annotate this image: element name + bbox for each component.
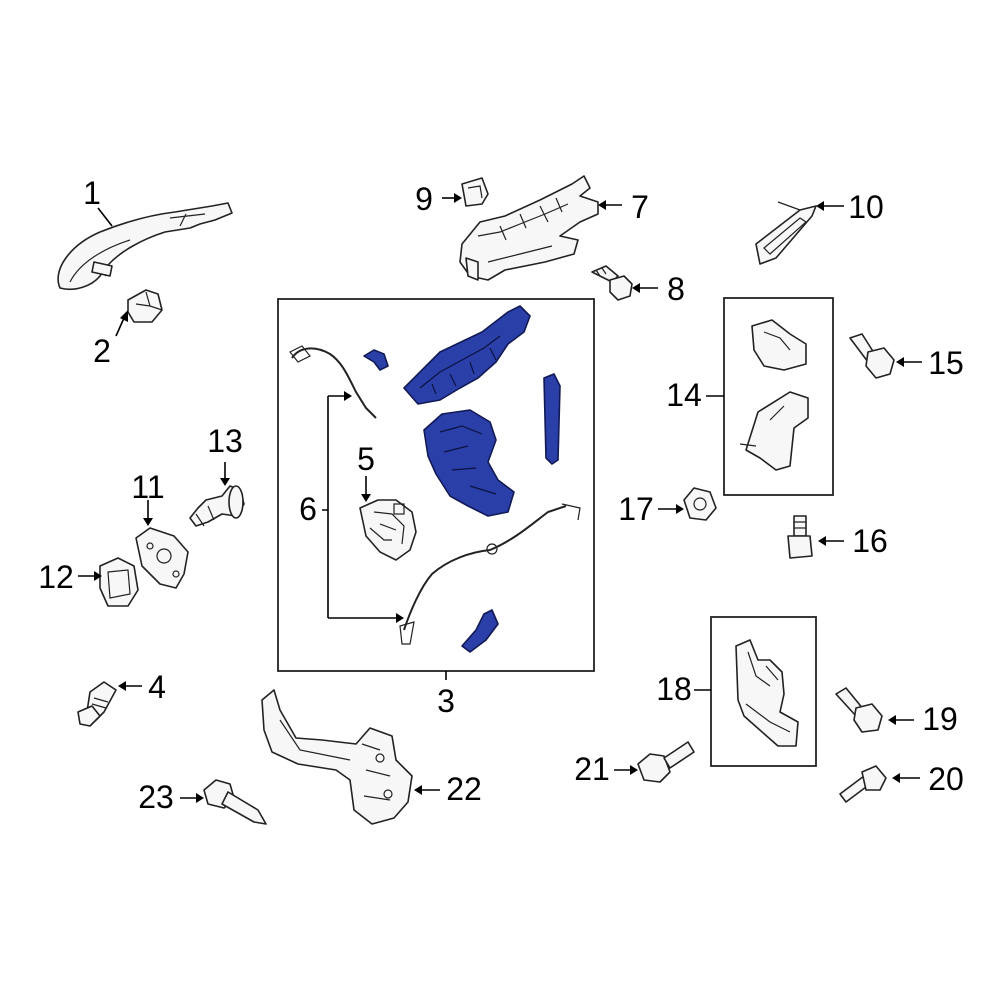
part-1-outside-handle[interactable]: [57, 202, 233, 291]
callout-8: 8: [667, 271, 685, 307]
callout-5: 5: [357, 441, 375, 477]
part-15-bolt[interactable]: [849, 333, 895, 379]
callout-21: 21: [574, 751, 610, 787]
callout-6: 6: [299, 491, 317, 527]
callout-10: 10: [848, 189, 884, 225]
part-11-gasket-plate[interactable]: [135, 527, 189, 589]
callout-1: 1: [83, 175, 101, 211]
callout-7: 7: [631, 189, 649, 225]
part-3-vertical-rod[interactable]: [543, 373, 561, 465]
hinge-lower-group-box: [710, 616, 817, 767]
part-18-lower-hinge[interactable]: [735, 639, 799, 747]
part-5-latch[interactable]: [359, 499, 417, 561]
part-17-nut[interactable]: [683, 487, 717, 521]
part-6-cable[interactable]: [289, 345, 581, 645]
callout-16: 16: [852, 523, 888, 559]
part-3-small-clip[interactable]: [363, 349, 389, 371]
part-9-clip[interactable]: [461, 177, 489, 207]
callout-17: 17: [618, 491, 654, 527]
part-3-lock-housing[interactable]: [423, 409, 515, 517]
callout-20: 20: [928, 761, 964, 797]
lock-assembly-group-box: [277, 298, 595, 672]
part-2-cap[interactable]: [127, 289, 163, 323]
part-14-upper-hinge[interactable]: [739, 319, 809, 471]
callout-3: 3: [437, 683, 455, 719]
callout-19: 19: [922, 701, 958, 737]
callout-15: 15: [928, 345, 964, 381]
callout-12: 12: [38, 559, 74, 595]
callout-22: 22: [446, 771, 482, 807]
callout-13: 13: [207, 423, 243, 459]
callout-2: 2: [93, 333, 111, 369]
part-19-bolt[interactable]: [835, 687, 883, 733]
part-20-bolt[interactable]: [839, 765, 887, 803]
part-16-stud[interactable]: [787, 515, 813, 559]
callout-18: 18: [656, 671, 692, 707]
callout-4: 4: [148, 669, 166, 705]
callout-23: 23: [138, 779, 174, 815]
part-21-bolt[interactable]: [637, 741, 695, 783]
part-10-bracket[interactable]: [755, 201, 817, 265]
callout-14: 14: [666, 377, 702, 413]
part-8-bolt[interactable]: [591, 265, 633, 301]
part-7-handle-bracket[interactable]: [459, 175, 599, 281]
part-23-bolt[interactable]: [203, 779, 267, 825]
part-4-pin[interactable]: [77, 681, 117, 727]
part-13-lock-cylinder[interactable]: [189, 485, 245, 527]
callout-11: 11: [131, 469, 164, 505]
part-3-small-lever[interactable]: [461, 609, 499, 653]
part-3-inner-handle-upper[interactable]: [403, 305, 531, 405]
part-22-door-check[interactable]: [261, 689, 413, 825]
part-12-pad[interactable]: [99, 557, 139, 607]
callout-9: 9: [415, 181, 433, 217]
